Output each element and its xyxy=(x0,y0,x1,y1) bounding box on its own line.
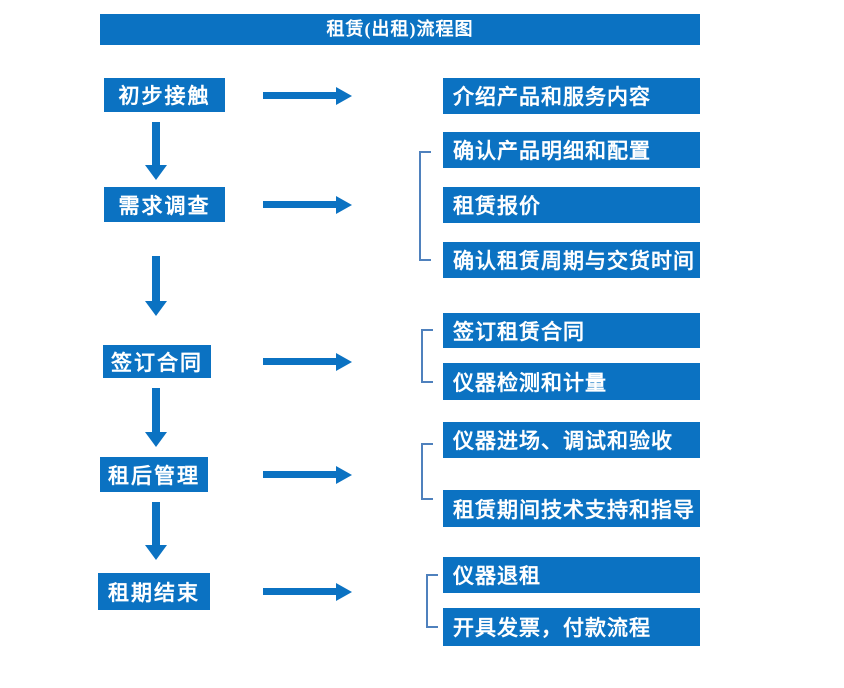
detail-box-instrument-return: 仪器退租 xyxy=(443,557,700,593)
down-arrow-icon xyxy=(152,256,160,301)
group-bracket xyxy=(421,329,433,383)
step-box-lease-end: 租期结束 xyxy=(98,573,210,610)
down-arrow-icon xyxy=(152,122,160,165)
down-arrow-icon xyxy=(152,388,160,432)
step-box-sign-contract: 签订合同 xyxy=(103,345,211,378)
group-bracket xyxy=(426,574,438,628)
flowchart-title: 租赁(出租)流程图 xyxy=(100,14,700,45)
right-arrow-icon xyxy=(263,471,336,478)
detail-box-invoice-payment: 开具发票，付款流程 xyxy=(443,608,700,646)
detail-box-confirm-product-config: 确认产品明细和配置 xyxy=(443,132,700,168)
group-bracket xyxy=(421,443,433,500)
down-arrow-icon xyxy=(152,502,160,545)
group-bracket xyxy=(419,151,431,261)
detail-box-confirm-period-delivery: 确认租赁周期与交货时间 xyxy=(443,242,700,278)
right-arrow-icon xyxy=(263,358,336,365)
detail-box-technical-support: 租赁期间技术支持和指导 xyxy=(443,490,700,527)
detail-box-introduce-products: 介绍产品和服务内容 xyxy=(443,78,700,114)
step-box-post-rental-management: 租后管理 xyxy=(100,457,208,492)
right-arrow-icon xyxy=(263,588,336,595)
detail-box-rental-quote: 租赁报价 xyxy=(443,187,700,223)
right-arrow-icon xyxy=(263,92,336,99)
right-arrow-icon xyxy=(263,201,336,208)
detail-box-instrument-testing: 仪器检测和计量 xyxy=(443,363,700,400)
step-box-demand-survey: 需求调查 xyxy=(104,187,225,222)
detail-box-sign-rental-contract: 签订租赁合同 xyxy=(443,313,700,348)
step-box-initial-contact: 初步接触 xyxy=(104,78,225,112)
detail-box-instrument-setup-acceptance: 仪器进场、调试和验收 xyxy=(443,422,700,458)
